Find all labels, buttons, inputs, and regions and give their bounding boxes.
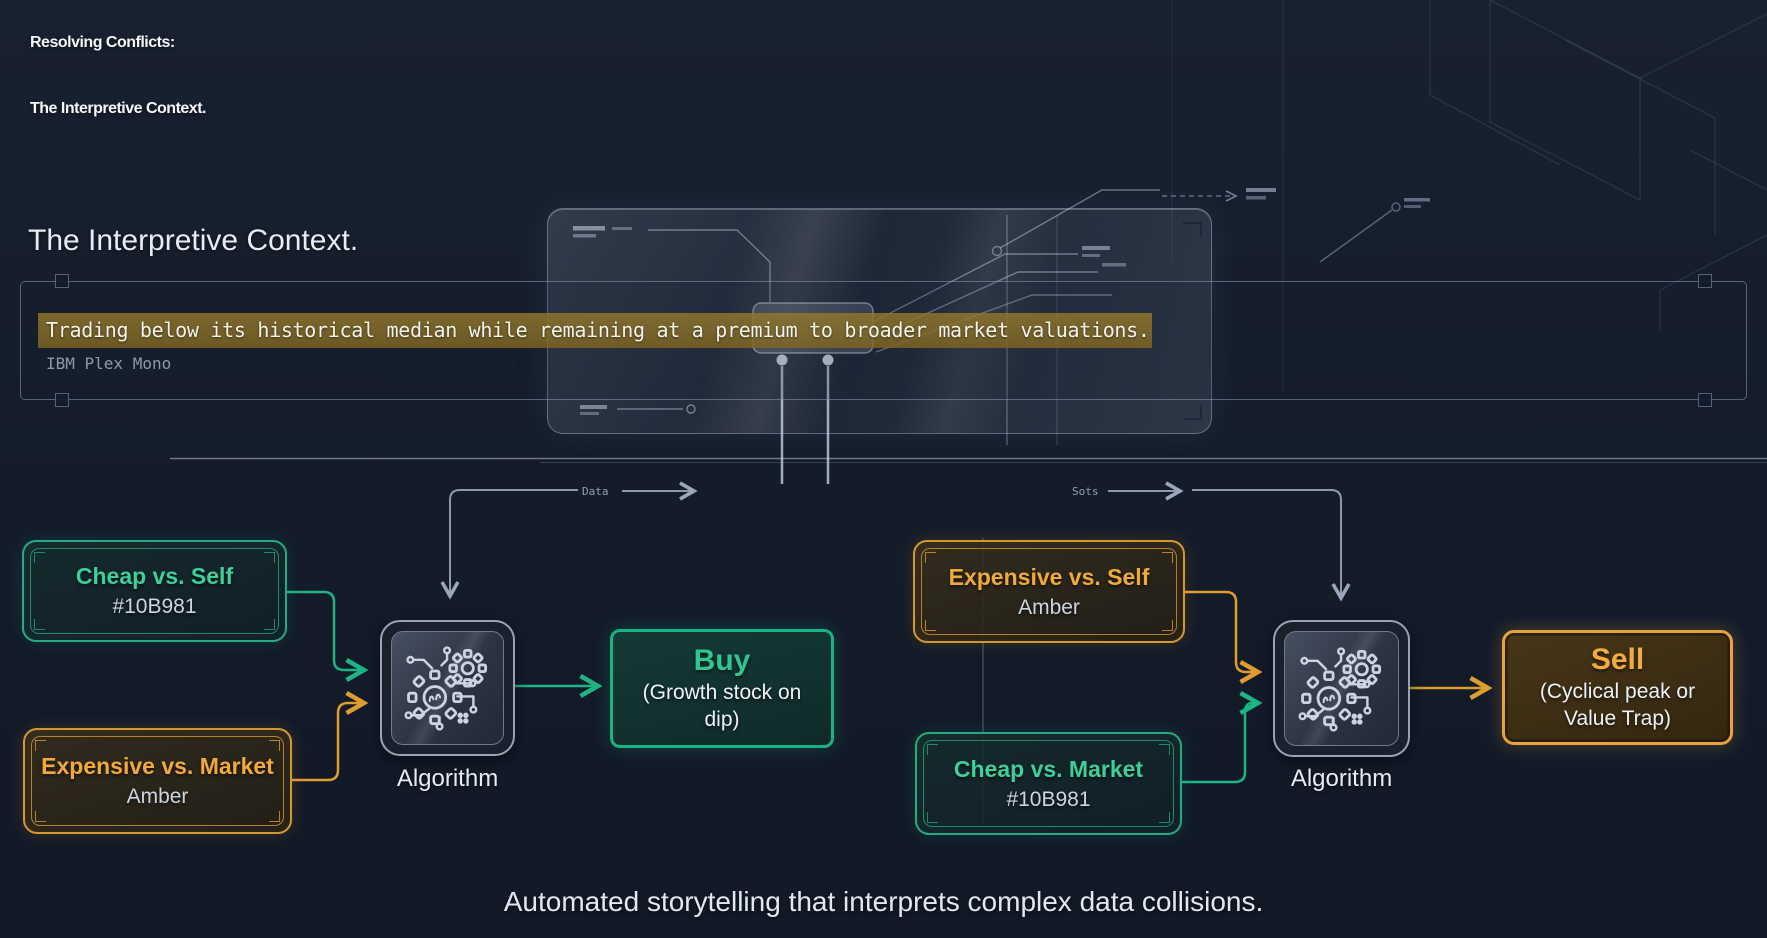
input-box-cheap-vs-market: Cheap vs. Market #10B981 — [915, 732, 1182, 835]
inner-frame — [921, 548, 1177, 635]
font-name-label: IBM Plex Mono — [46, 354, 172, 373]
corner-tick — [35, 811, 46, 822]
decision-box-buy: Buy (Growth stock on dip) — [610, 629, 834, 748]
panel-notch — [1698, 393, 1712, 407]
algorithm-gears-icon — [403, 646, 487, 731]
corner-bracket-icon — [1183, 405, 1202, 420]
corner-tick — [1159, 812, 1170, 823]
algorithm-label-left: Algorithm — [396, 765, 499, 792]
corner-tick — [925, 620, 936, 631]
big-gear — [406, 669, 463, 726]
decision-action: Sell — [1590, 643, 1645, 677]
input-value: Amber — [1018, 595, 1080, 619]
algorithm-node-left — [380, 620, 515, 756]
input-box-cheap-vs-self: Cheap vs. Self #10B981 — [22, 540, 287, 642]
corner-bracket-icon — [1183, 222, 1202, 237]
corner-tick — [925, 552, 936, 563]
blueprint-callout — [1319, 198, 1430, 263]
inner-frame — [923, 740, 1174, 827]
circuit-traces — [1297, 646, 1371, 732]
page-title: Resolving Conflicts: The Interpretive Co… — [30, 10, 206, 142]
small-gear — [1341, 649, 1381, 689]
corner-tick — [269, 811, 280, 822]
small-gear — [447, 648, 487, 688]
algorithm-chip-panel — [391, 631, 504, 745]
inner-frame — [30, 548, 279, 634]
panel-notch — [55, 274, 69, 288]
panel-notch — [1698, 274, 1712, 288]
input-box-expensive-vs-self: Expensive vs. Self Amber — [913, 540, 1185, 643]
corner-tick — [34, 552, 45, 563]
footer-caption: Automated storytelling that interprets c… — [503, 886, 1264, 917]
algorithm-node-right — [1273, 620, 1410, 757]
dashed-arrow-decoration — [1162, 188, 1276, 202]
page-title-line1: Resolving Conflicts: — [30, 34, 175, 51]
decision-detail: (Growth stock on dip) — [642, 681, 802, 731]
input-title: Cheap vs. Market — [953, 755, 1144, 782]
corner-tick — [264, 619, 275, 630]
decision-box-sell: Sell (Cyclical peak or Value Trap) — [1502, 630, 1733, 745]
inner-frame — [31, 736, 284, 826]
circuit-traces — [403, 646, 477, 731]
corner-tick — [264, 552, 275, 563]
corner-tick — [1162, 552, 1173, 563]
section-label: The Interpretive Context. — [28, 224, 359, 257]
corner-tick — [35, 740, 46, 751]
big-gear — [1300, 670, 1357, 726]
highlighted-quote: Trading below its historical median whil… — [38, 313, 1152, 348]
data-stream-label-left: Data — [582, 485, 609, 498]
data-stream-label-right: Sots — [1072, 485, 1099, 498]
algorithm-label-right: Algorithm — [1290, 765, 1393, 792]
input-box-expensive-vs-market: Expensive vs. Market Amber — [23, 728, 292, 834]
decision-action: Buy — [693, 644, 751, 678]
page-title-line2: The Interpretive Context. — [30, 100, 206, 117]
input-value: #10B981 — [1006, 787, 1091, 811]
algorithm-gears-icon — [1297, 646, 1381, 732]
corner-tick — [269, 740, 280, 751]
decision-detail: (Cyclical peak or Value Trap) — [1539, 680, 1696, 730]
corner-tick — [1162, 620, 1173, 631]
panel-notch — [55, 393, 69, 407]
gray-connectors — [440, 481, 1351, 602]
input-value: Amber — [126, 785, 189, 808]
corner-tick — [1159, 744, 1170, 755]
corner-tick — [34, 619, 45, 630]
corner-tick — [927, 744, 938, 755]
input-title: Cheap vs. Self — [75, 563, 234, 589]
input-title: Expensive vs. Self — [948, 563, 1150, 590]
corner-tick — [927, 812, 938, 823]
algorithm-chip-panel — [1284, 631, 1399, 746]
input-title: Expensive vs. Market — [41, 753, 274, 779]
input-value: #10B981 — [112, 595, 197, 618]
